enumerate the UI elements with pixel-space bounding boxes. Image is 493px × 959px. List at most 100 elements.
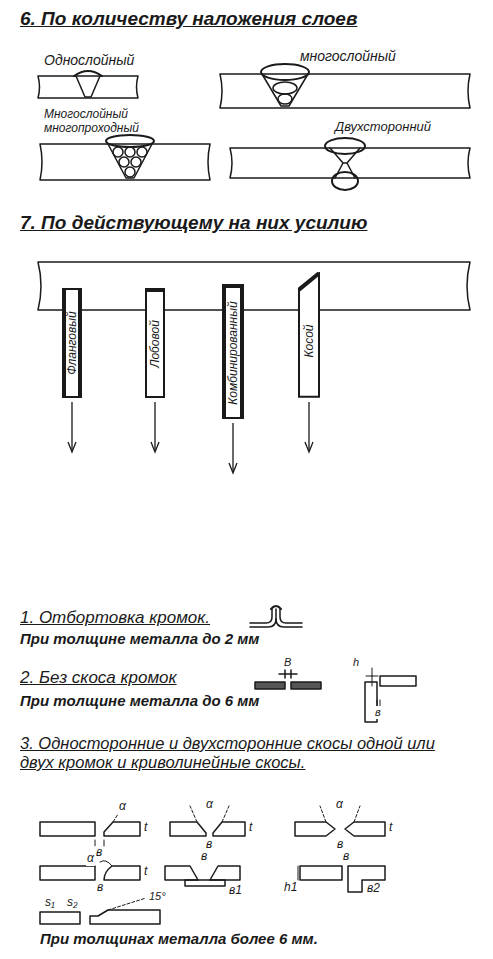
flanged-edge-joint — [250, 606, 302, 627]
multi-layer-weld — [261, 64, 309, 80]
item-heading: 2. Без скоса кромок — [20, 668, 177, 688]
multi-pass-weld — [113, 147, 123, 157]
lap-strip: Комбинированный — [222, 284, 244, 419]
square-butt-joint — [255, 682, 285, 689]
force-arrowhead — [68, 442, 76, 452]
v-groove-joint — [213, 822, 245, 836]
tee-joint — [365, 668, 416, 722]
force-arrow — [232, 423, 233, 471]
double-sided-weld — [230, 138, 470, 190]
x-groove-joint — [345, 822, 385, 836]
multi-pass-weld — [106, 135, 154, 147]
multi-layer-weld — [220, 74, 470, 108]
dimension-letter: t — [388, 821, 393, 835]
lap-strip: Лобовой — [145, 288, 165, 398]
item-heading: 3. Односторонние и двухсторонние скосы о… — [20, 734, 450, 772]
curved-bevel-joint — [104, 866, 140, 880]
backing-strip-joint — [185, 880, 225, 886]
section-heading: 7. По действующему на них усилию — [20, 212, 367, 234]
dimension-letter: α — [86, 852, 95, 866]
lap-strip: Косой — [298, 272, 320, 398]
section-heading: 6. По количеству наложения слоев — [20, 8, 357, 30]
weld-type-label: многослойный — [300, 48, 396, 64]
weld-type-label: Двухсторонний — [335, 120, 431, 135]
unequal-thickness-joint — [40, 912, 80, 924]
skew-strip-outline — [299, 273, 319, 396]
single-layer-weld — [74, 71, 102, 76]
dimension-letter: h1 — [283, 881, 298, 895]
single-layer-weld — [76, 76, 100, 97]
weld-type-label: Однослойный — [44, 52, 134, 68]
flanged-edge-joint — [250, 609, 276, 627]
force-arrowhead — [229, 463, 237, 473]
unequal-thickness-joint — [90, 910, 160, 924]
thickness-note: При толщинах металла более 6 мм. — [40, 930, 318, 947]
lap-strip: Фланговый — [62, 288, 82, 398]
dimension-letter: t — [248, 821, 253, 835]
double-sided-weld — [325, 138, 365, 154]
thickness-note: При толщине металла до 2 мм — [20, 630, 259, 647]
item-heading: 1. Отбортовка кромок. — [20, 608, 210, 628]
dimension-letter: s₂ — [66, 896, 79, 910]
dimension-letter: в1 — [228, 884, 243, 898]
curved-bevel-joint — [100, 861, 112, 866]
dimension-letter: В — [283, 656, 292, 669]
strip-label: Комбинированный — [227, 301, 239, 404]
single-bevel-joint — [40, 822, 95, 836]
force-arrowhead — [305, 442, 313, 452]
flanged-edge-joint — [271, 606, 281, 609]
strip-label: Фланговый — [66, 311, 78, 375]
single-layer-weld — [38, 71, 138, 98]
dimension-letter: s₁ — [44, 896, 56, 910]
multi-layer-weld — [220, 64, 470, 108]
strip-label: Косой — [303, 324, 315, 357]
dimension-letter: α — [205, 798, 214, 812]
skew-weld-line — [299, 273, 319, 289]
joggle-joint — [300, 866, 342, 880]
x-groove-joint — [295, 822, 335, 836]
multi-pass-weld — [131, 157, 141, 167]
multi-pass-weld — [125, 167, 135, 177]
square-butt-joint — [255, 670, 321, 689]
flanged-edge-joint — [250, 609, 272, 623]
dimension-letter: в — [374, 706, 382, 719]
double-sided-weld — [332, 172, 358, 190]
flanged-edge-joint — [276, 619, 302, 627]
v-groove-joint — [170, 822, 206, 836]
thickness-note: При толщине металла до 6 мм — [20, 692, 259, 709]
angle-label: 15° — [148, 890, 167, 903]
dimension-letter: α — [118, 800, 127, 814]
dimension-letter: в — [96, 881, 104, 895]
dimension-letter: в — [95, 846, 103, 860]
multi-pass-weld — [40, 144, 210, 180]
unequal-thickness-joint — [40, 898, 160, 924]
dimension-letter: в — [342, 850, 350, 864]
force-arrow — [71, 402, 72, 450]
force-arrow — [154, 402, 155, 450]
joggle-joint — [298, 866, 299, 880]
multi-pass-weld — [119, 157, 129, 167]
flanged-edge-joint — [280, 609, 302, 623]
dimension-letter: в — [200, 850, 208, 864]
dimension-letter: h — [352, 656, 360, 669]
multi-pass-weld — [40, 135, 210, 180]
tee-joint — [380, 676, 416, 686]
dimension-letter: в2 — [366, 882, 381, 896]
square-butt-joint — [279, 670, 297, 678]
force-arrowhead — [151, 442, 159, 452]
backing-strip-joint — [165, 866, 240, 886]
single-bevel-joint — [104, 822, 140, 836]
multi-pass-weld — [108, 144, 152, 178]
weld-type-label: Многослойный многопроходный — [44, 108, 164, 136]
dimension-letter: α — [335, 798, 344, 812]
square-butt-joint — [291, 682, 321, 689]
backing-strip-joint — [210, 866, 240, 880]
multi-layer-weld — [273, 82, 297, 94]
multi-pass-weld — [125, 147, 135, 157]
dimension-letter: t — [143, 821, 148, 835]
single-layer-weld — [38, 76, 138, 98]
base-plate — [38, 262, 470, 310]
unequal-thickness-joint — [108, 898, 146, 910]
dimension-letter: t — [143, 865, 148, 879]
